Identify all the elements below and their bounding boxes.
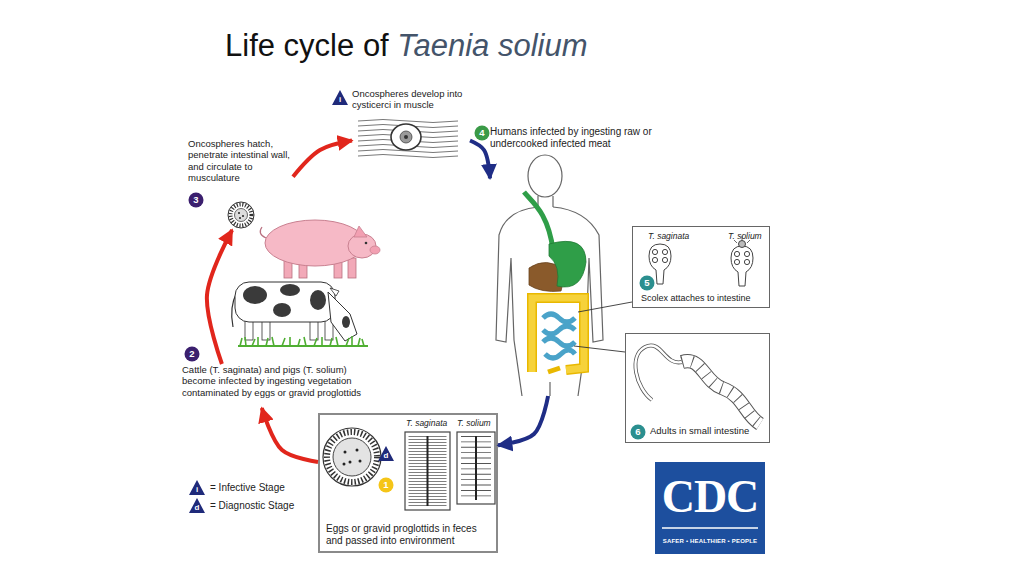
stage-marker: i <box>196 486 198 494</box>
callout-number: 1 <box>383 480 388 490</box>
cow-illustration <box>232 282 357 341</box>
muscle-illustration <box>358 118 458 158</box>
step-text: Humans infected by ingesting raw or unde… <box>490 126 662 150</box>
stage-marker: d <box>195 504 200 512</box>
logo-text: CDC <box>662 474 759 520</box>
human-illustration <box>496 155 603 396</box>
stage-marker: d <box>384 452 389 460</box>
title-word <box>275 28 284 63</box>
legend-text: = Infective Stage <box>210 482 285 493</box>
title-word <box>354 28 363 63</box>
species-name: T. saginata <box>648 231 689 241</box>
title-word: Taenia <box>397 28 489 63</box>
stage-step: Cattle (T. saginata) and pigs (T. solium… <box>182 364 372 408</box>
scolex-illustration <box>649 236 753 286</box>
stage-step: Humans infected by ingesting raw or unde… <box>490 124 622 396</box>
proglottid-illustration <box>405 432 495 510</box>
species-name: T. solium <box>457 418 491 428</box>
callout-number: 6 <box>635 427 640 437</box>
step-text: Cattle (T. saginata) and pigs (T. solium… <box>182 364 372 398</box>
pig-illustration <box>260 220 380 278</box>
callout-number: 5 <box>644 278 649 288</box>
adult-worm-illustration <box>636 346 760 424</box>
oncosphere-illustration <box>228 202 254 228</box>
species-name: T. solium <box>728 231 762 241</box>
grass-illustration <box>238 336 368 346</box>
title-word: of <box>363 28 389 63</box>
step-text: Oncospheres develop into cysticerci in m… <box>352 88 470 111</box>
step-text: Eggs or gravid proglottids in feces and … <box>326 523 496 547</box>
title-word: cycle <box>284 28 355 63</box>
title-word <box>489 28 498 63</box>
cycle-arrow <box>470 141 490 179</box>
stage-marker: i <box>339 96 341 104</box>
callout-number: 4 <box>479 128 484 138</box>
stage-step: Oncospheres hatch, penetrate intestinal … <box>188 138 293 230</box>
step-text: Scolex attaches to intestine <box>641 293 751 304</box>
title-word: solium <box>498 28 588 63</box>
legend-entry: = Diagnostic Stage <box>210 500 294 511</box>
stage-box: T. saginata T. soliumEggs or gravid progl… <box>318 413 498 553</box>
logo-tagline: SAFER • HEALTHIER • PEOPLE <box>663 538 758 544</box>
cdc-logo <box>655 462 765 554</box>
cycle-arrow <box>293 141 352 177</box>
legend-text: = Diagnostic Stage <box>210 500 294 511</box>
stage-step: Oncospheres develop into cysticerci in m… <box>352 88 470 158</box>
egg-illustration <box>323 428 381 486</box>
step-text: Adults in small intestine <box>650 425 749 436</box>
stage-box: Adults in small intestine <box>625 333 770 443</box>
title-word: Life <box>225 28 275 63</box>
leader-line <box>574 302 632 352</box>
species-name: T. saginata <box>406 418 447 428</box>
callout-symbol <box>185 90 655 513</box>
callout-number: 2 <box>189 349 194 359</box>
step-text: Oncospheres hatch, penetrate intestinal … <box>188 138 290 184</box>
cycle-arrow <box>498 396 548 445</box>
stage-box: T. saginata T. soliumScolex attaches to i… <box>632 226 770 308</box>
title-word <box>389 28 398 63</box>
callout-number: 3 <box>193 195 198 205</box>
cycle-arrow <box>262 408 318 462</box>
cycle-arrow <box>207 230 232 364</box>
legend-entry: = Infective Stage <box>210 482 285 493</box>
page-title: Life cycle of Taenia solium <box>225 28 588 64</box>
